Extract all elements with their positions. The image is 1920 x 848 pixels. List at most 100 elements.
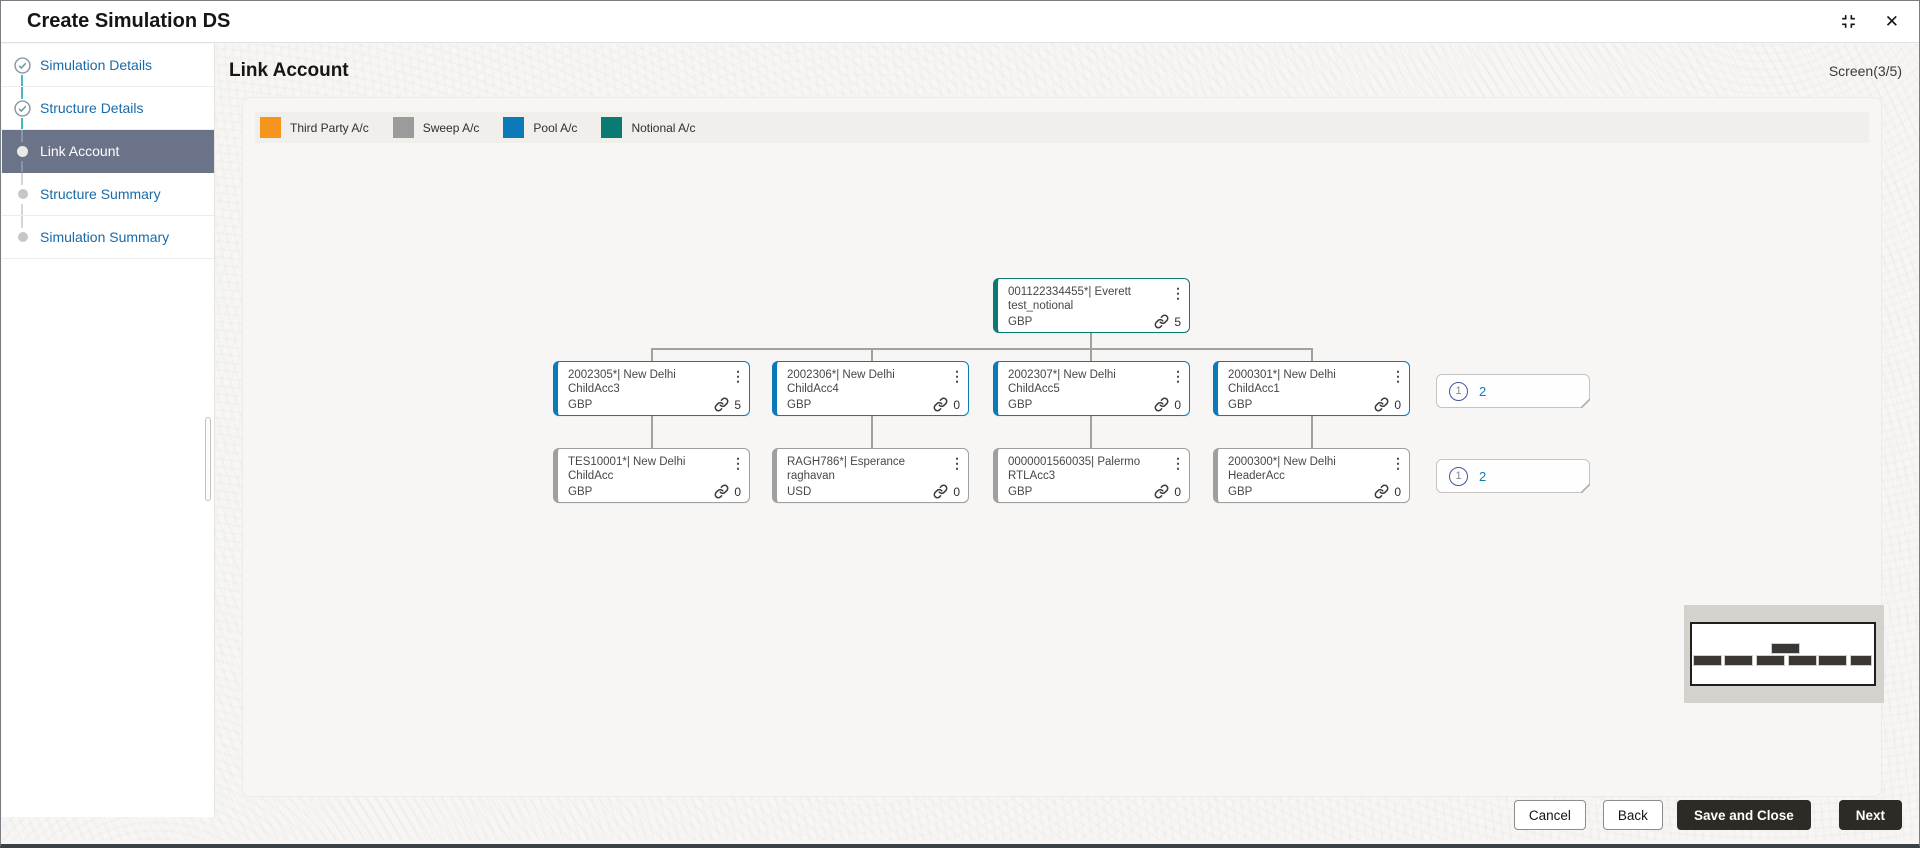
account-currency: GBP: [568, 398, 593, 411]
sidebar-item-simulation-summary[interactable]: Simulation Summary: [2, 216, 214, 259]
badge-page-icon: 1: [1449, 466, 1468, 486]
account-title: 2002306*| New Delhi ChildAcc4: [787, 369, 895, 396]
kebab-menu-icon[interactable]: ⋮: [1171, 285, 1185, 301]
next-button[interactable]: Next: [1838, 800, 1902, 830]
account-node[interactable]: ⋮ 2002306*| New Delhi ChildAcc4 GBP 0: [772, 361, 969, 416]
link-count: 0: [1394, 484, 1401, 499]
account-node[interactable]: ⋮ 2000300*| New Delhi HeaderAcc GBP 0: [1213, 448, 1410, 503]
legend-item-third-party: Third Party A/c: [260, 117, 369, 138]
sidebar-item-structure-details[interactable]: Structure Details: [2, 87, 214, 130]
step-completed-icon: [14, 56, 31, 74]
badge-count: 2: [1479, 468, 1487, 484]
kebab-menu-icon[interactable]: ⋮: [731, 368, 745, 384]
sidebar-item-simulation-details[interactable]: Simulation Details: [2, 44, 214, 87]
connector-line: [871, 348, 873, 362]
legend-label: Notional A/c: [631, 120, 696, 135]
structure-canvas: Third Party A/c Sweep A/c Pool A/c Notio…: [242, 97, 1884, 797]
kebab-menu-icon[interactable]: ⋮: [1171, 368, 1185, 384]
minimap-node: [1818, 655, 1847, 666]
kebab-menu-icon[interactable]: ⋮: [1171, 455, 1185, 471]
kebab-menu-icon[interactable]: ⋮: [731, 455, 745, 471]
cancel-button[interactable]: Cancel: [1513, 800, 1586, 830]
hidden-nodes-badge[interactable]: 1 2: [1436, 374, 1590, 408]
link-icon: [714, 484, 729, 499]
account-currency: GBP: [1228, 485, 1253, 498]
dialog-header: Create Simulation DS ✕: [1, 1, 1919, 43]
dialog-body: Simulation Details Structure Details Lin…: [2, 44, 1918, 840]
link-icon: [714, 397, 729, 412]
legend-item-sweep: Sweep A/c: [392, 117, 480, 138]
link-icon: [1154, 484, 1169, 499]
account-title: RAGH786*| Esperance raghavan: [787, 456, 906, 483]
kebab-menu-icon[interactable]: ⋮: [1391, 455, 1405, 471]
account-type-legend: Third Party A/c Sweep A/c Pool A/c Notio…: [255, 112, 1869, 143]
account-title: 2002307*| New Delhi ChildAcc5: [1008, 369, 1116, 396]
third-party-color-swatch: [260, 117, 281, 138]
link-icon: [933, 484, 948, 499]
connector-line: [1311, 416, 1313, 449]
step-completed-icon: [14, 99, 31, 117]
kebab-menu-icon[interactable]: ⋮: [1391, 368, 1405, 384]
account-node[interactable]: ⋮ TES10001*| New Delhi ChildAcc GBP 0: [553, 448, 750, 503]
account-currency: USD: [787, 485, 812, 498]
link-icon: [933, 397, 948, 412]
kebab-menu-icon[interactable]: ⋮: [950, 455, 964, 471]
minimap-node: [1850, 655, 1872, 666]
account-node[interactable]: ⋮ RAGH786*| Esperance raghavan USD 0: [772, 448, 969, 503]
notional-color-swatch: [601, 117, 623, 138]
minimap-node: [1756, 655, 1785, 666]
link-count: 0: [1174, 484, 1181, 499]
legend-item-pool: Pool A/c: [503, 117, 577, 138]
connector-line: [1311, 348, 1313, 362]
main-header: Link Account Screen(3/5): [215, 44, 1918, 97]
legend-label: Sweep A/c: [422, 120, 480, 135]
collapse-icon: [1841, 15, 1855, 28]
connector-line: [1090, 333, 1092, 349]
account-title: 001122334455*| Everett test_notional: [1008, 286, 1131, 313]
minimap-node: [1788, 655, 1817, 666]
link-icon: [1154, 314, 1169, 329]
close-icon: ✕: [1884, 12, 1899, 31]
legend-item-notional: Notional A/c: [601, 117, 695, 138]
connector-line: [1090, 348, 1092, 362]
wizard-sidebar: Simulation Details Structure Details Lin…: [2, 44, 215, 817]
badge-count: 2: [1479, 383, 1487, 399]
link-icon: [1374, 397, 1389, 412]
badge-page-icon: 1: [1449, 381, 1468, 401]
minimap-navigator[interactable]: [1684, 605, 1884, 703]
step-active-icon: [14, 143, 31, 160]
collapse-button[interactable]: [1840, 13, 1857, 30]
sidebar-item-link-account[interactable]: Link Account: [2, 130, 214, 173]
sweep-color-swatch: [392, 117, 414, 138]
sidebar-item-label: Simulation Summary: [40, 229, 170, 245]
account-node[interactable]: ⋮ 2000301*| New Delhi ChildAcc1 GBP 0: [1213, 361, 1410, 416]
account-currency: GBP: [1008, 398, 1033, 411]
sidebar-item-label: Structure Details: [40, 100, 144, 116]
save-and-close-button[interactable]: Save and Close: [1676, 800, 1811, 830]
link-count: 0: [1394, 397, 1401, 412]
account-currency: GBP: [1228, 398, 1253, 411]
account-node-root[interactable]: ⋮ 001122334455*| Everett test_notional G…: [993, 278, 1190, 333]
connector-line: [1090, 416, 1092, 449]
sidebar-item-structure-summary[interactable]: Structure Summary: [2, 173, 214, 216]
account-title: TES10001*| New Delhi ChildAcc: [568, 456, 686, 483]
connector-line: [651, 416, 653, 449]
page-title: Link Account: [229, 59, 349, 81]
hidden-nodes-badge[interactable]: 1 2: [1436, 459, 1590, 493]
account-node[interactable]: ⋮ 2002307*| New Delhi ChildAcc5 GBP 0: [993, 361, 1190, 416]
kebab-menu-icon[interactable]: ⋮: [950, 368, 964, 384]
step-pending-icon: [14, 186, 31, 203]
minimap-viewport[interactable]: [1690, 622, 1876, 686]
account-node[interactable]: ⋮ 0000001560035| Palermo RTLAcc3 GBP 0: [993, 448, 1190, 503]
sidebar-scrollbar-thumb[interactable]: [205, 417, 211, 501]
step-pending-icon: [14, 229, 31, 246]
account-node[interactable]: ⋮ 2002305*| New Delhi ChildAcc3 GBP 5: [553, 361, 750, 416]
legend-label: Third Party A/c: [290, 120, 369, 135]
link-icon: [1154, 397, 1169, 412]
account-currency: GBP: [1008, 485, 1033, 498]
sidebar-item-label: Structure Summary: [40, 186, 161, 202]
account-title: 0000001560035| Palermo RTLAcc3: [1008, 456, 1141, 483]
account-currency: GBP: [568, 485, 593, 498]
close-button[interactable]: ✕: [1885, 13, 1899, 30]
back-button[interactable]: Back: [1602, 800, 1663, 830]
